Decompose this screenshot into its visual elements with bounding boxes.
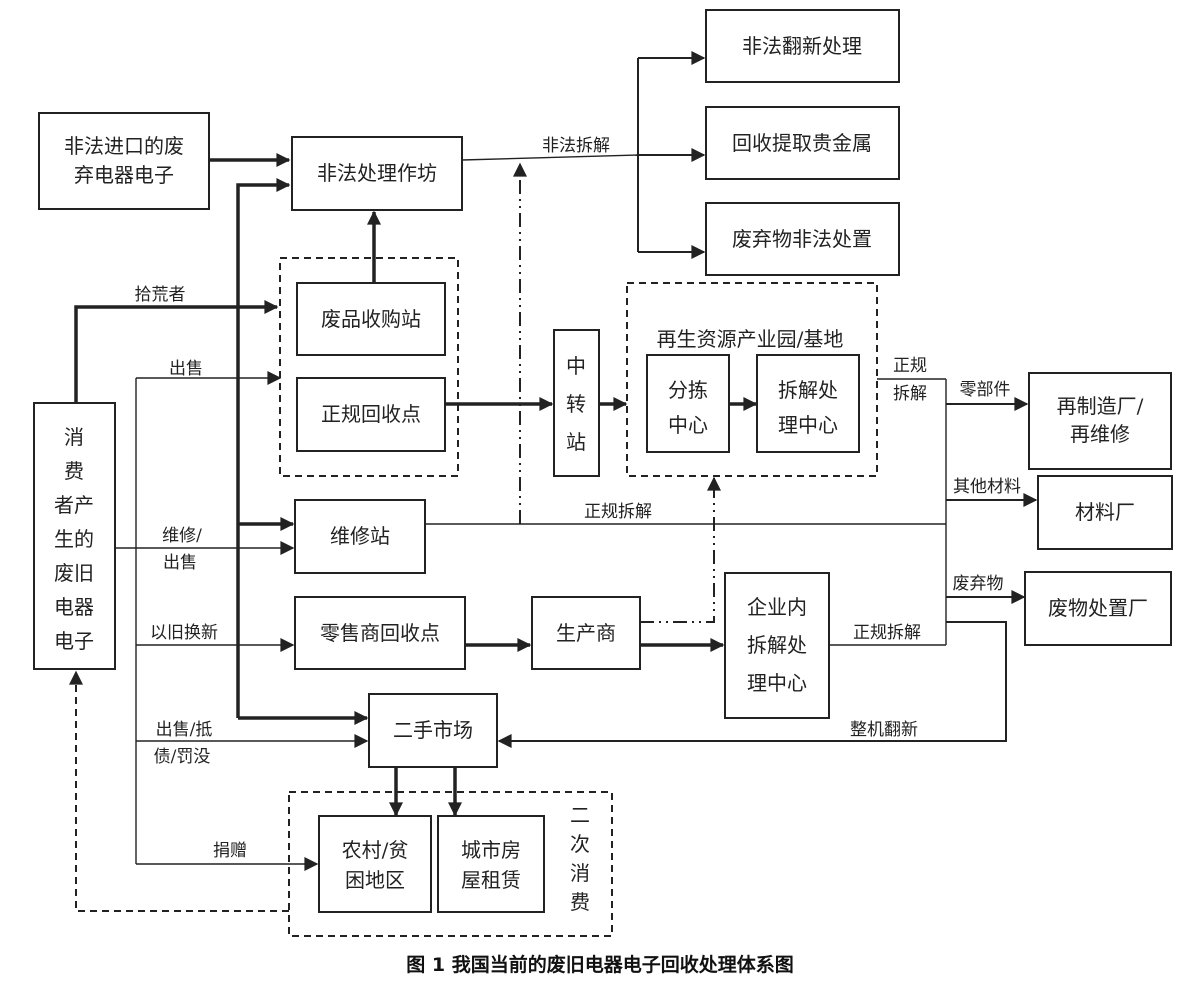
illegal-workshop-label: 非法处理作坊 bbox=[317, 161, 437, 185]
node-producer: 生产商 bbox=[531, 596, 641, 670]
dismantle-line-2: 理中心 bbox=[778, 413, 838, 437]
consumer-line-7: 电子 bbox=[54, 629, 94, 653]
label-parts: 零部件 bbox=[960, 380, 1011, 400]
svg-text:消: 消 bbox=[570, 861, 590, 885]
node-scrap-station: 废品收购站 bbox=[296, 282, 446, 356]
retailer-point-label: 零售商回收点 bbox=[320, 621, 440, 645]
connectors bbox=[69, 51, 1038, 912]
remanufacture-line-2: 再维修 bbox=[1070, 422, 1130, 446]
node-rural: 农村/贫 困地区 bbox=[318, 815, 432, 913]
transfer-line-3: 站 bbox=[566, 430, 586, 454]
node-precious-metal: 回收提取贵金属 bbox=[705, 106, 900, 180]
thick-trunk bbox=[236, 178, 291, 718]
consumer-line-4: 生的 bbox=[54, 527, 94, 551]
line-workshop-to-branch bbox=[461, 154, 639, 161]
second-market-label: 二手市场 bbox=[393, 718, 473, 742]
repair-station-label: 维修站 bbox=[330, 524, 390, 548]
producer-label: 生产商 bbox=[556, 621, 616, 645]
dashdot-producer-to-park bbox=[640, 476, 721, 623]
node-urban-rental: 城市房 屋租赁 bbox=[437, 815, 545, 913]
svg-text:费: 费 bbox=[570, 890, 590, 914]
node-retailer-point: 零售商回收点 bbox=[294, 596, 466, 670]
rural-line-1: 农村/贫 bbox=[342, 838, 409, 862]
label-formal-dismantle-1b: 拆解 bbox=[893, 384, 927, 404]
waste-disposal-label: 废物处置厂 bbox=[1048, 596, 1148, 620]
label-other-materials: 其他材料 bbox=[953, 477, 1021, 497]
dismantle-line-1: 拆解处 bbox=[778, 378, 838, 402]
park-title: 再生资源产业园/基地 bbox=[657, 327, 844, 351]
label-trade-in: 以旧换新 bbox=[150, 623, 218, 643]
node-consumer: 消 费 者产 生的 废旧 电器 电子 bbox=[33, 402, 116, 670]
svg-text:二: 二 bbox=[570, 803, 590, 827]
node-illegal-refurbish: 非法翻新处理 bbox=[705, 9, 900, 83]
label-sell-debt-2: 债/罚没 bbox=[154, 747, 211, 767]
consumer-line-5: 废旧 bbox=[54, 561, 94, 585]
label-sell-debt-1: 出售/抵 bbox=[156, 720, 213, 740]
illegal-refurbish-label: 非法翻新处理 bbox=[742, 34, 862, 58]
rural-line-2: 困地区 bbox=[345, 868, 405, 892]
node-illegal-workshop: 非法处理作坊 bbox=[291, 136, 463, 211]
secondary-consumption-frame bbox=[288, 791, 613, 937]
arrow-refurbish-to-market bbox=[497, 621, 1007, 748]
node-waste-disposal: 废物处置厂 bbox=[1024, 571, 1172, 646]
label-formal-dismantle-1a: 正规 bbox=[893, 356, 927, 376]
arrow-feedback-to-consumer bbox=[69, 670, 289, 912]
label-formal-dismantle-3: 正规拆解 bbox=[853, 623, 921, 643]
node-illegal-waste: 废弃物非法处置 bbox=[705, 202, 900, 276]
figure-caption: 图 1 我国当前的废旧电器电子回收处理体系图 bbox=[406, 953, 793, 976]
node-illegal-import: 非法进口的废 弃电器电子 bbox=[38, 112, 210, 210]
node-remanufacture: 再制造厂/ 再维修 bbox=[1028, 372, 1172, 470]
sorting-line-2: 中心 bbox=[668, 413, 708, 437]
secondary-consumption-label: 二 次 消 费 bbox=[570, 803, 590, 914]
enterprise-line-3: 理中心 bbox=[747, 671, 807, 695]
label-sell: 出售 bbox=[169, 359, 203, 379]
urban-line-1: 城市房 bbox=[461, 838, 521, 862]
illegal-import-line-1: 非法进口的废 bbox=[64, 134, 184, 158]
remanufacture-line-1: 再制造厂/ bbox=[1057, 394, 1144, 418]
node-transfer-station: 中 转 站 bbox=[553, 329, 600, 477]
industrial-park-frame bbox=[626, 282, 878, 477]
node-formal-point: 正规回收点 bbox=[296, 377, 446, 452]
illegal-import-line-2: 弃电器电子 bbox=[74, 163, 174, 187]
label-waste: 废弃物 bbox=[953, 574, 1004, 594]
collection-group-frame bbox=[279, 257, 459, 477]
arrow-scavenger bbox=[74, 300, 279, 403]
label-illegal-dismantle: 非法拆解 bbox=[542, 136, 610, 156]
transfer-line-2: 转 bbox=[566, 392, 586, 416]
sorting-line-1: 分拣 bbox=[668, 378, 708, 402]
node-sorting-center: 分拣 中心 bbox=[646, 354, 730, 453]
node-material-factory: 材料厂 bbox=[1037, 475, 1173, 550]
enterprise-line-2: 拆解处 bbox=[747, 633, 807, 657]
consumer-line-1: 消 bbox=[64, 425, 84, 449]
node-second-market: 二手市场 bbox=[368, 693, 498, 768]
transfer-line-1: 中 bbox=[566, 354, 586, 378]
material-factory-label: 材料厂 bbox=[1075, 500, 1135, 524]
node-enterprise-center: 企业内 拆解处 理中心 bbox=[724, 572, 830, 719]
precious-metal-label: 回收提取贵金属 bbox=[732, 131, 872, 155]
consumer-line-2: 费 bbox=[64, 459, 84, 483]
consumer-line-3: 者产 bbox=[54, 493, 94, 517]
node-repair-station: 维修站 bbox=[294, 499, 426, 574]
enterprise-line-1: 企业内 bbox=[747, 595, 807, 619]
label-formal-dismantle-2: 正规拆解 bbox=[584, 502, 652, 522]
label-donate: 捐赠 bbox=[213, 841, 247, 861]
scrap-station-label: 废品收购站 bbox=[321, 307, 421, 331]
label-repair-sell-1: 维修/ bbox=[162, 526, 202, 546]
svg-text:次: 次 bbox=[570, 832, 590, 856]
urban-line-2: 屋租赁 bbox=[461, 868, 521, 892]
formal-point-label: 正规回收点 bbox=[321, 402, 421, 426]
label-repair-sell-2: 出售 bbox=[163, 553, 197, 573]
illegal-waste-label: 废弃物非法处置 bbox=[732, 227, 872, 251]
node-dismantle-center: 拆解处 理中心 bbox=[756, 354, 860, 453]
consumer-line-6: 电器 bbox=[54, 595, 94, 619]
label-refurbish-whole: 整机翻新 bbox=[850, 720, 918, 740]
label-scavenger: 拾荒者 bbox=[135, 285, 186, 305]
